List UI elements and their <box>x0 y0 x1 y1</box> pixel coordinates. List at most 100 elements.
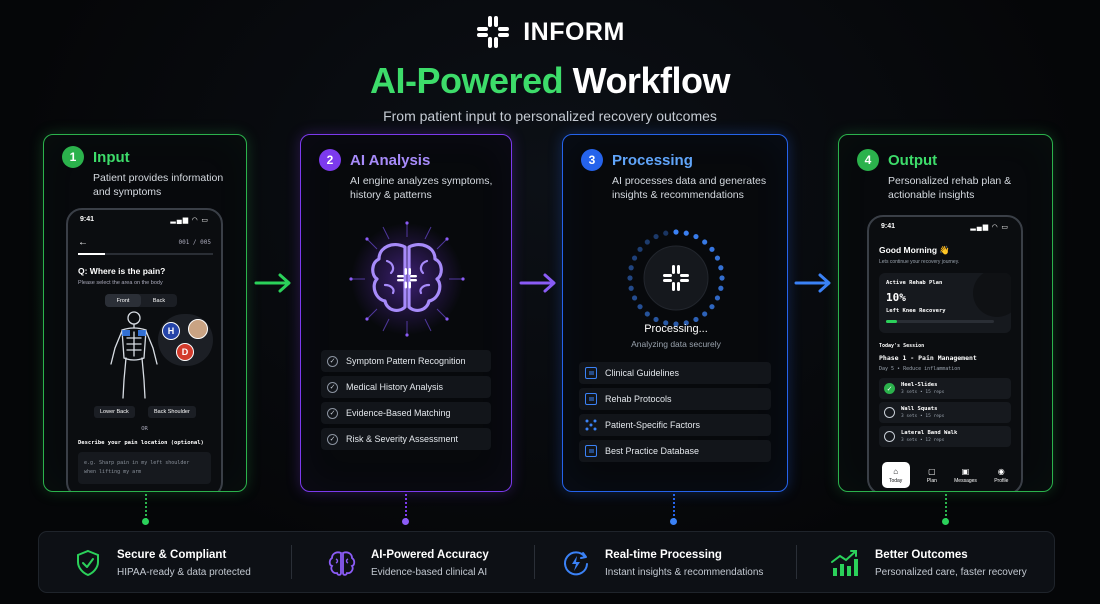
chip-lower-back[interactable]: Lower Back <box>94 406 135 418</box>
divider <box>534 545 535 579</box>
step-title: Input <box>93 149 130 166</box>
feature-title: Secure & Compliant <box>117 548 227 561</box>
back-arrow-icon[interactable]: ← <box>78 237 88 248</box>
plan-label: Active Rehab Plan <box>886 280 943 286</box>
active-plan-card[interactable]: Active Rehab Plan 10% Left Knee Recovery <box>879 273 1011 333</box>
spinner-dot <box>631 255 638 261</box>
exercise-detail: 3 sets • 12 reps <box>901 438 945 443</box>
bottom-nav: ⌂ Today ▢ Plan ▣ Messages ◉ Profile <box>869 457 1021 491</box>
chat-icon: ▢ <box>928 466 936 476</box>
nav-plan[interactable]: ▢ Plan <box>926 466 937 484</box>
shield-check-icon <box>77 549 99 577</box>
step-card-output: 4 Output Personalized rehab plan &action… <box>838 134 1053 492</box>
spinner-dot <box>718 285 724 291</box>
nav-messages[interactable]: ▣ Messages <box>954 466 977 484</box>
feature-title: Real-time Processing <box>605 548 722 561</box>
greeting-sub: Lets continue your recovery journey. <box>879 259 960 265</box>
phone-input-screen: 9:41▂▄▆ ◠ ▭ ← 001 / 005 Q: Where is the … <box>66 208 223 491</box>
greeting: Good Morning 👋 <box>879 245 951 255</box>
check-empty-icon[interactable] <box>884 431 895 442</box>
nav-profile[interactable]: ◉ Profile <box>994 466 1009 484</box>
feature-sub: Personalized care, faster recovery <box>875 566 1027 578</box>
spinner-dot <box>709 304 715 310</box>
step-title: Processing <box>612 152 693 169</box>
exercise-name: Wall Squats <box>901 406 938 412</box>
title-accent: AI-Powered <box>370 60 564 101</box>
loading-spinner-icon <box>627 229 725 327</box>
exercise-row[interactable]: ✓ Heel-Slides 3 sets • 15 reps <box>879 378 1011 399</box>
plan-progress-fill <box>886 320 897 323</box>
step-number: 3 <box>581 149 603 171</box>
page-subtitle: From patient input to personalized recov… <box>383 108 717 124</box>
step-title: AI Analysis <box>350 152 431 169</box>
analysis-item: ✓Risk & Severity Assessment <box>321 428 491 450</box>
spinner-dot <box>673 321 679 327</box>
page-title: AI-Powered Workflow <box>0 60 1100 102</box>
step-card-ai-analysis: 2 AI Analysis AI engine analyzes symptom… <box>300 134 512 492</box>
divider <box>796 545 797 579</box>
status-bar: 9:41▂▄▆ ◠ ▭ <box>881 223 1009 231</box>
progress-track <box>78 253 213 255</box>
connector-line <box>145 494 147 520</box>
home-icon: ⌂ <box>893 466 899 476</box>
divider <box>291 545 292 579</box>
spinner-dot <box>683 320 689 326</box>
analysis-item: ✓Medical History Analysis <box>321 376 491 398</box>
plan-percent: 10% <box>886 291 906 304</box>
check-circle-icon: ✓ <box>327 381 338 393</box>
exercise-name: Lateral Band Walk <box>901 430 958 436</box>
check-circle-icon: ✓ <box>327 407 338 419</box>
toggle-back[interactable]: Back <box>152 297 166 304</box>
spinner-dot <box>709 246 715 252</box>
arrow-right-icon <box>794 273 831 293</box>
network-nodes-icon <box>585 419 597 431</box>
inform-plus-icon <box>477 16 510 48</box>
connector-line <box>945 494 947 520</box>
document-icon <box>585 393 597 405</box>
check-empty-icon[interactable] <box>884 407 895 418</box>
spinner-dot <box>702 311 708 317</box>
check-done-icon[interactable]: ✓ <box>884 383 895 394</box>
exercise-row[interactable]: Lateral Band Walk 3 sets • 12 reps <box>879 426 1011 447</box>
exercise-row[interactable]: Wall Squats 3 sets • 15 reps <box>879 402 1011 423</box>
spinner-dot <box>627 275 633 281</box>
plan-progress-track <box>886 320 994 323</box>
spinner-dot <box>673 229 679 235</box>
body-figure-icon[interactable] <box>106 310 162 402</box>
connector-dot <box>142 518 149 525</box>
brand-name: INFORM <box>523 17 625 46</box>
spinner-dot <box>637 246 643 252</box>
processing-item: Clinical Guidelines <box>579 362 771 384</box>
question-helper: Please select the area on the body <box>78 280 163 286</box>
plan-decor <box>973 273 1011 317</box>
phase-title: Phase 1 - Pain Management <box>879 354 977 362</box>
connector-line <box>673 494 675 520</box>
connector-line <box>405 494 407 520</box>
step-number: 2 <box>319 149 341 171</box>
step-description: AI engine analyzes symptoms,history & pa… <box>350 175 493 201</box>
spinner-dot <box>683 230 689 236</box>
user-icon: ◉ <box>997 466 1005 476</box>
spinner-dot <box>628 265 634 271</box>
chip-back-shoulder[interactable]: Back Shoulder <box>148 406 196 418</box>
feature-sub: Evidence-based clinical AI <box>371 566 488 578</box>
step-card-processing: 3 Processing AI processes data and gener… <box>562 134 788 492</box>
avatar: D <box>176 343 194 361</box>
avatar: H <box>162 322 180 340</box>
title-rest: Workflow <box>572 60 731 101</box>
describe-label: Describe your pain location (optional) <box>78 440 204 446</box>
connector-dot <box>402 518 409 525</box>
exercise-detail: 3 sets • 15 reps <box>901 390 945 395</box>
toggle-front[interactable]: Front <box>105 294 141 307</box>
connector-dot <box>670 518 677 525</box>
analysis-item: ✓Symptom Pattern Recognition <box>321 350 491 372</box>
nav-today[interactable]: ⌂ Today <box>881 462 910 488</box>
step-description: Personalized rehab plan &actionable insi… <box>888 175 1012 201</box>
exercise-detail: 3 sets • 15 reps <box>901 414 945 419</box>
